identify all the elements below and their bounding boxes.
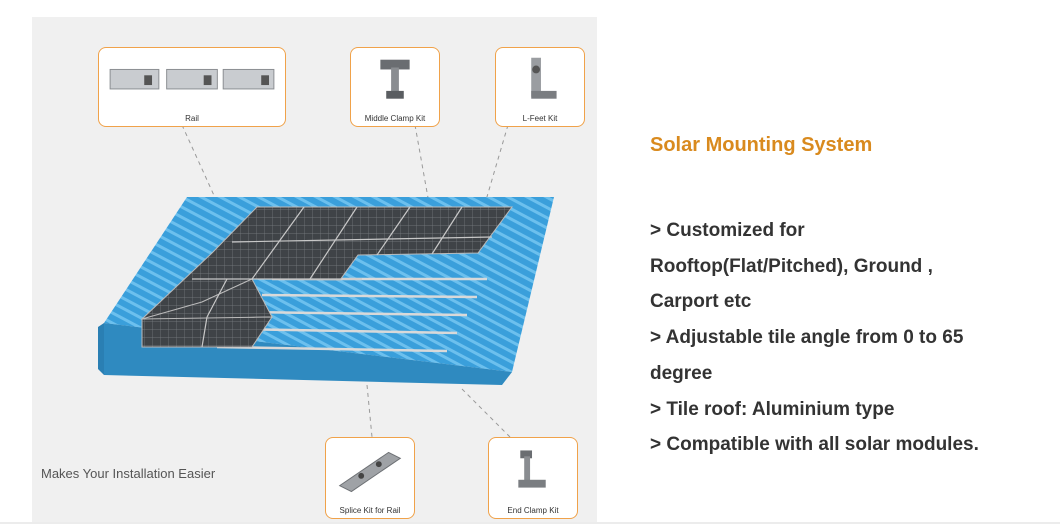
- l-feet-icon: [531, 57, 557, 99]
- feature-line: > Adjustable tile angle from 0 to 65: [650, 327, 964, 349]
- section-title: Solar Mounting System: [650, 134, 873, 156]
- feature-line: > Tile roof: Aluminium type: [650, 398, 895, 420]
- end-clamp-label: End Clamp Kit: [507, 506, 559, 515]
- middle-clamp-label: Middle Clamp Kit: [364, 114, 426, 123]
- feature-line: degree: [650, 362, 713, 384]
- mounting-diagram: Rail Middle Clamp Kit L-Feet Kit Splice …: [32, 17, 597, 522]
- feature-line: Carport etc: [650, 291, 752, 313]
- leader-lines: [181, 124, 511, 438]
- l-feet-kit-card: L-Feet Kit: [495, 47, 585, 127]
- feature-line: > Compatible with all solar modules.: [650, 434, 979, 456]
- rail-label: Rail: [185, 114, 199, 123]
- splice-kit-icon: [338, 451, 402, 493]
- splice-kit-label: Splice Kit for Rail: [339, 506, 401, 515]
- tagline: Makes Your Installation Easier: [41, 466, 216, 481]
- divider: [0, 522, 1060, 524]
- middle-clamp-kit-card: Middle Clamp Kit: [350, 47, 440, 127]
- feature-list: > Customized for Rooftop(Flat/Pitched), …: [650, 213, 1050, 463]
- end-clamp-kit-card: End Clamp Kit: [488, 437, 578, 519]
- end-clamp-icon: [518, 450, 546, 488]
- info-panel: Solar Mounting System > Customized for R…: [650, 134, 1050, 463]
- feature-line: Rooftop(Flat/Pitched), Ground ,: [650, 255, 933, 277]
- roof-illustration: [98, 197, 554, 385]
- feature-line: > Customized for: [650, 220, 805, 241]
- rail-kit-card: Rail: [98, 47, 286, 127]
- middle-clamp-icon: [380, 59, 410, 99]
- l-feet-label: L-Feet Kit: [522, 114, 558, 123]
- rail-icon: [109, 68, 275, 90]
- splice-kit-card: Splice Kit for Rail: [325, 437, 415, 519]
